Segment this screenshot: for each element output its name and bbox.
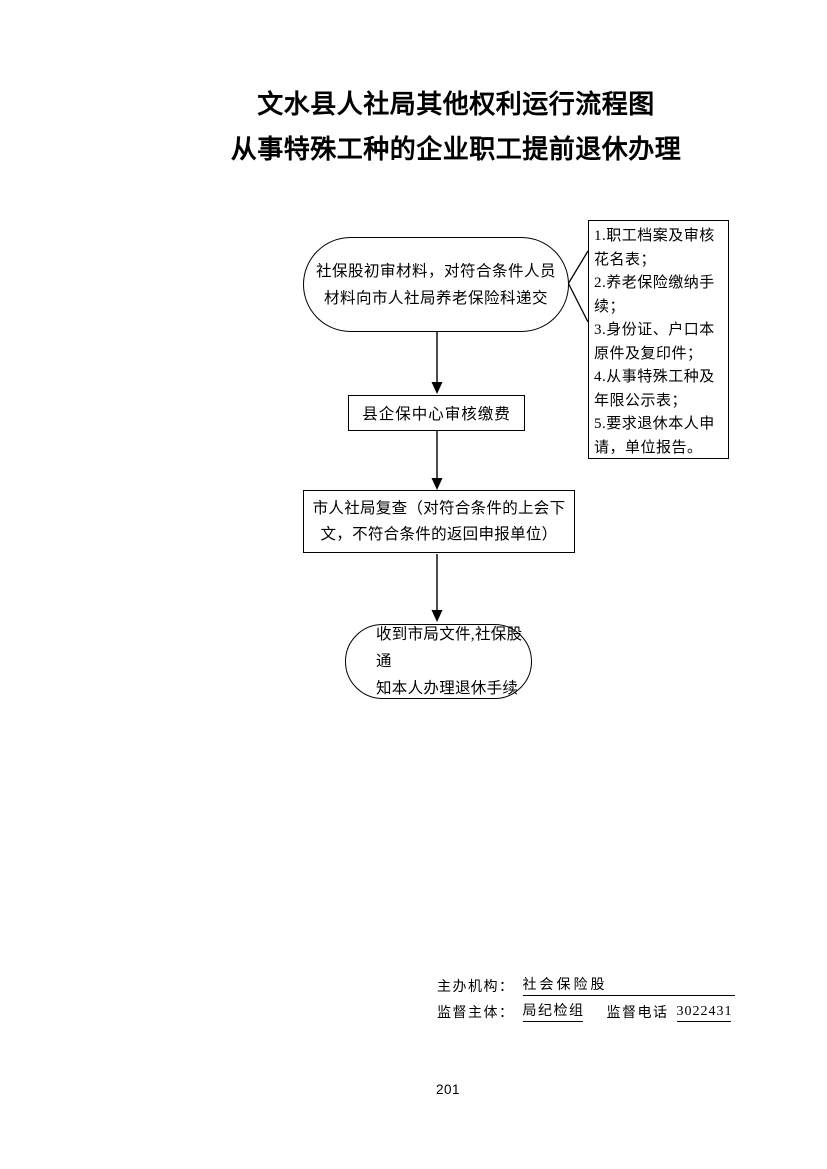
- note-item-5: 5.要求退休本人申请，单位报告。: [594, 416, 715, 456]
- note-item-2: 2.养老保险缴纳手续；: [594, 275, 715, 315]
- organizer-label: 主办机构：: [437, 980, 515, 995]
- flow-node-end-text: 收到市局文件,社保股通 知本人办理退休手续: [376, 626, 523, 697]
- note-item-3: 3.身份证、户口本原件及复印件；: [594, 322, 715, 362]
- supervisor-value: 局纪检组: [522, 1000, 583, 1022]
- arrow-start-to-county: [431, 332, 443, 394]
- phone-value: 3022431: [676, 1004, 732, 1022]
- page-number: 201: [436, 1082, 461, 1097]
- page-title-line1: 文水县人社局其他权利运行流程图: [257, 89, 655, 119]
- note-item-4: 4.从事特殊工种及年限公示表；: [594, 369, 715, 409]
- flow-node-materials-note: 1.职工档案及审核花名表； 2.养老保险缴纳手续； 3.身份证、户口本原件及复印…: [588, 220, 729, 459]
- flow-node-end-ellipse: 收到市局文件,社保股通 知本人办理退休手续: [345, 624, 532, 699]
- flow-node-start-ellipse: 社保股初审材料，对符合条件人员 材料向市人社局养老保险科递交: [303, 237, 569, 332]
- note-item-1: 1.职工档案及审核花名表；: [594, 228, 715, 268]
- footer-organizer-row: 主办机构： 社会保险股: [437, 970, 735, 996]
- flow-node-city-recheck: 市人社局复查（对符合条件的上会下 文，不符合条件的返回申报单位）: [303, 490, 575, 553]
- organizer-value: 社会保险股: [522, 974, 735, 996]
- footer-block: 主办机构： 社会保险股 监督主体： 局纪检组 监督电话 3022431: [437, 970, 735, 1022]
- supervisor-label: 监督主体：: [437, 1006, 515, 1021]
- flow-node-start-text: 社保股初审材料，对符合条件人员 材料向市人社局养老保险科递交: [315, 262, 556, 307]
- arrow-county-to-city: [431, 431, 443, 490]
- flow-node-county-review: 县企保中心审核缴费: [348, 395, 525, 431]
- flow-node-county-review-label: 县企保中心审核缴费: [362, 406, 511, 423]
- phone-label: 监督电话: [606, 1006, 669, 1021]
- arrow-city-to-end: [431, 554, 443, 622]
- page-title-line2: 从事特殊工种的企业职工提前退休办理: [230, 134, 682, 164]
- footer-supervisor-row: 监督主体： 局纪检组 监督电话 3022431: [437, 996, 735, 1022]
